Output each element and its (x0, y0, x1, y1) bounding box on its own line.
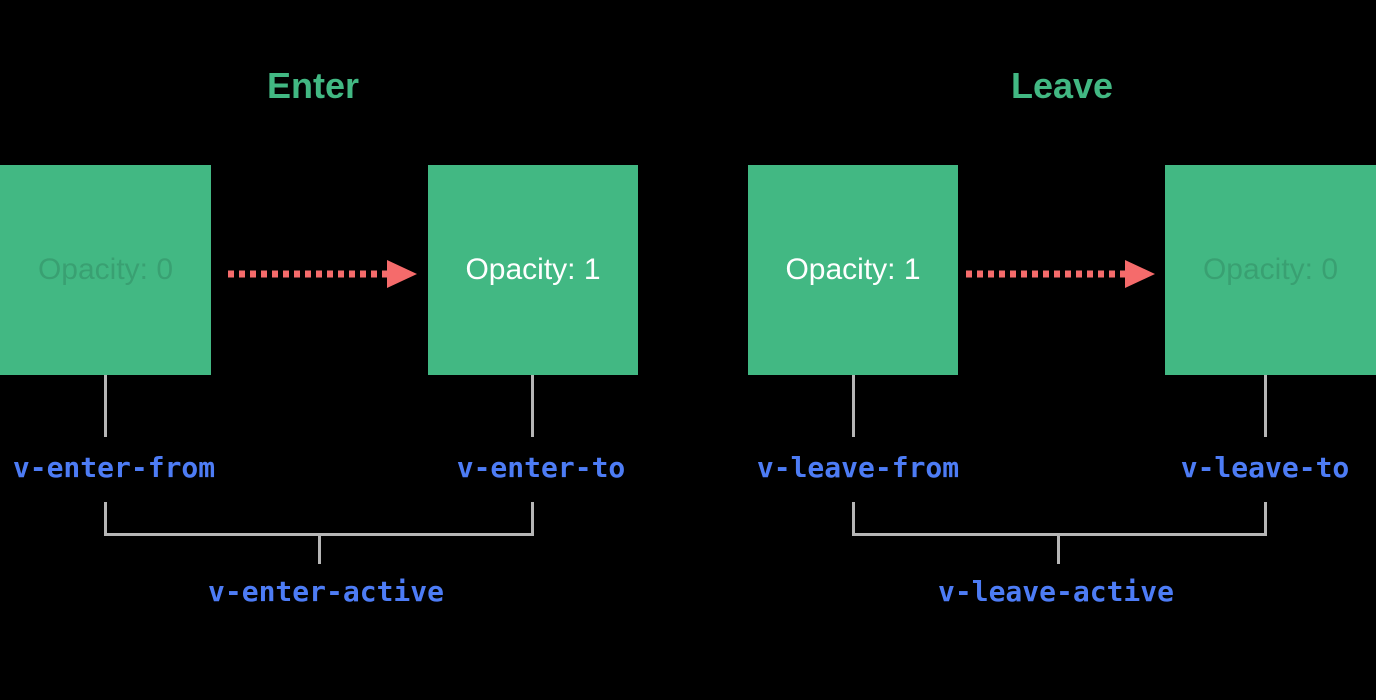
leave-to-connector-line (1264, 375, 1267, 437)
leave-active-class-label: v-leave-active (937, 575, 1175, 608)
enter-to-box: Opacity: 1 (428, 165, 638, 375)
enter-to-connector-line (531, 375, 534, 437)
leave-to-opacity-label: Opacity: 0 (1202, 253, 1339, 286)
leave-bracket-left-stub (852, 502, 855, 535)
enter-from-connector-line (104, 375, 107, 437)
enter-bracket-center-stub (318, 536, 321, 564)
enter-dashed-arrow-icon (228, 260, 417, 288)
enter-from-class-label: v-enter-from (12, 451, 216, 484)
enter-active-class-label: v-enter-active (207, 575, 445, 608)
enter-to-opacity-label: Opacity: 1 (465, 253, 601, 286)
leave-from-class-label: v-leave-from (756, 451, 960, 484)
enter-phase-title: Enter (266, 65, 360, 106)
enter-from-box: Opacity: 0 (0, 165, 211, 375)
enter-bracket-left-stub (104, 502, 107, 535)
enter-bracket-bar (104, 533, 534, 536)
enter-from-opacity-label: Opacity: 0 (37, 253, 174, 286)
leave-from-opacity-label: Opacity: 1 (785, 253, 921, 286)
leave-phase-title: Leave (1010, 65, 1114, 106)
leave-bracket-bar (852, 533, 1267, 536)
leave-to-box: Opacity: 0 (1165, 165, 1376, 375)
enter-to-class-label: v-enter-to (456, 451, 626, 484)
leave-bracket-right-stub (1264, 502, 1267, 535)
leave-dashed-arrow-icon (966, 260, 1155, 288)
leave-from-connector-line (852, 375, 855, 437)
leave-bracket-center-stub (1057, 536, 1060, 564)
enter-bracket-right-stub (531, 502, 534, 535)
leave-from-box: Opacity: 1 (748, 165, 958, 375)
leave-to-class-label: v-leave-to (1180, 451, 1350, 484)
